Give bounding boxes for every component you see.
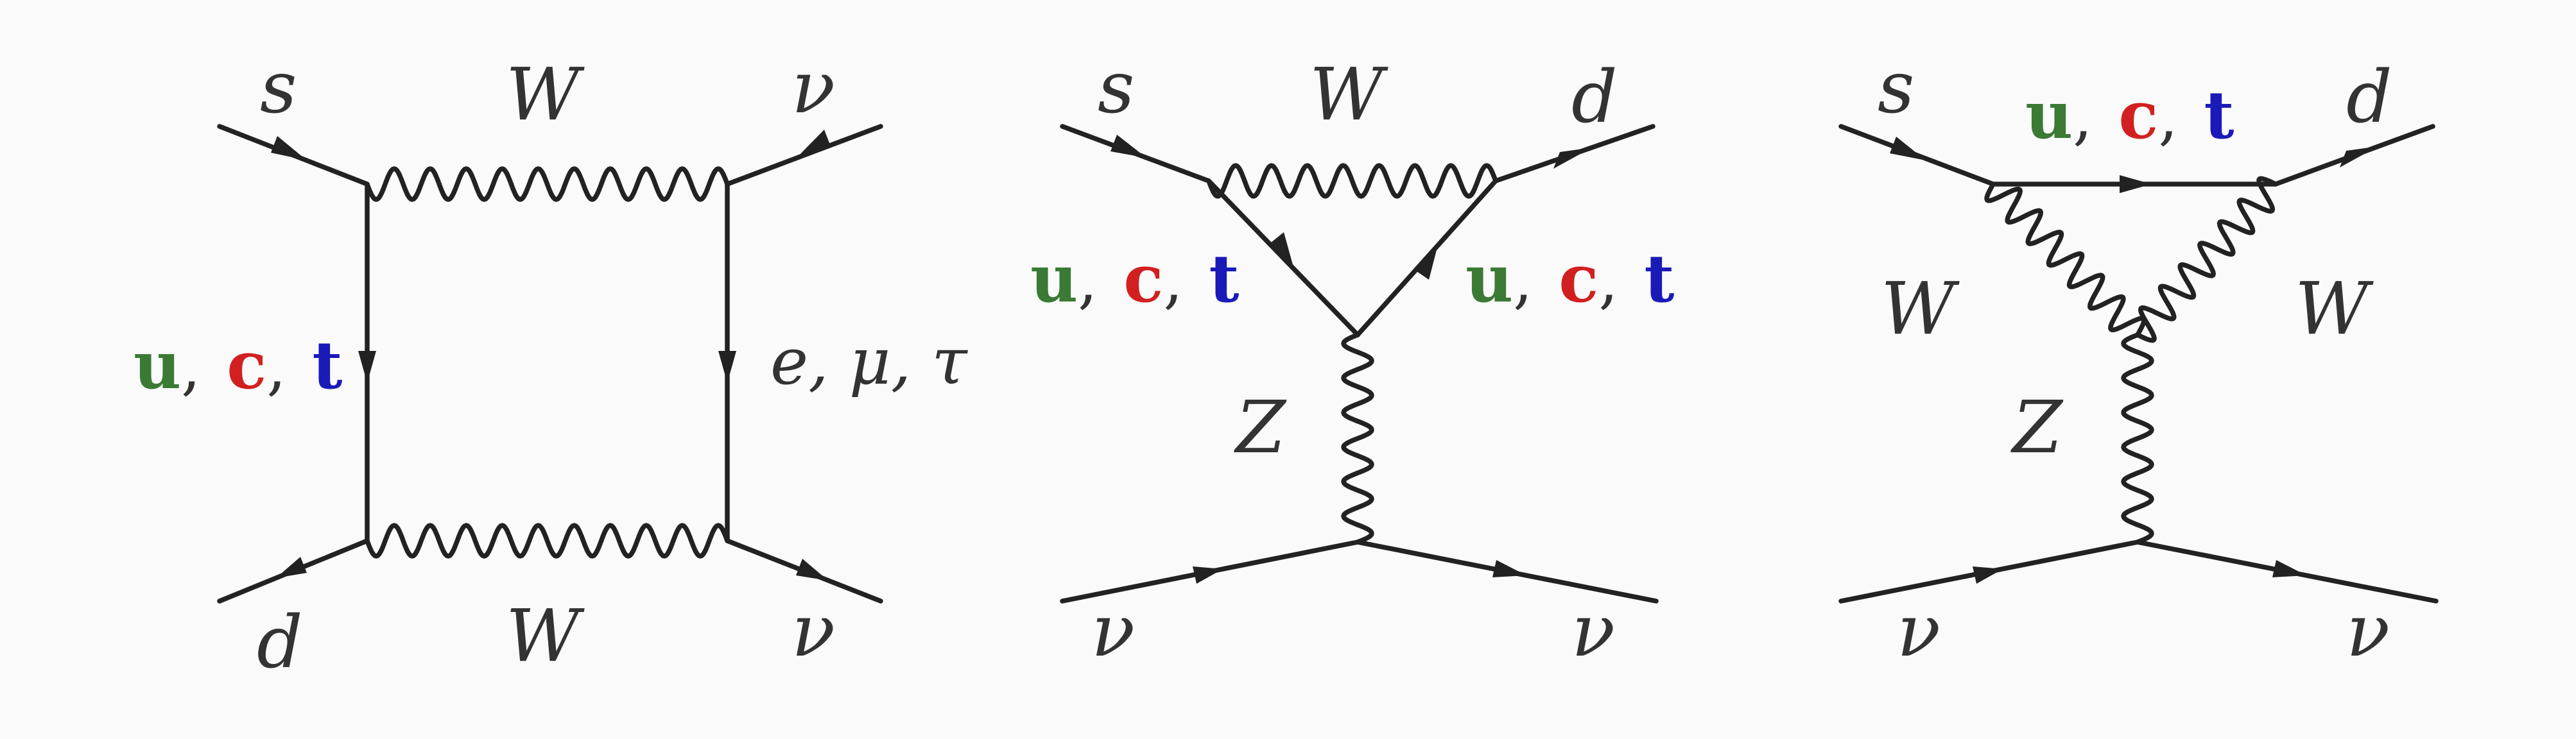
arrow-d-quark-2 <box>1553 148 1592 169</box>
label-d-2: d <box>1571 56 1618 139</box>
arrow-s-quark <box>271 136 307 160</box>
arrow-neutrino-top <box>796 130 831 158</box>
box-diagram: s W ν d W ν e, μ, τ u, c, t <box>134 46 968 684</box>
label-nu-bottom-right: ν <box>791 590 835 673</box>
quark-u: u <box>1030 241 1078 318</box>
arrow-neutrino-out-2 <box>1492 560 1526 577</box>
quark-c: c <box>2118 77 2158 154</box>
label-s-3: s <box>1878 46 1914 130</box>
label-d: d <box>257 601 303 684</box>
label-s: s <box>260 46 297 130</box>
label-w-2: W <box>1310 53 1388 137</box>
z-penguin-quark-diagram: s W d Z ν ν u, c, t u, c, t <box>1030 46 1674 673</box>
label-nu-top-right: ν <box>791 46 835 130</box>
label-w-top: W <box>506 53 585 137</box>
label-z-2: Z <box>1234 386 1287 470</box>
w-boson-right-3 <box>2135 176 2278 343</box>
quark-u: u <box>134 327 181 404</box>
quark-t: t <box>312 327 342 404</box>
quark-t: t <box>1644 241 1674 318</box>
label-leptons: e, μ, τ <box>770 324 968 399</box>
label-quark-flavors-left-2: u, c, t <box>1030 241 1239 318</box>
arrow-neutrino-in-2 <box>1193 566 1223 584</box>
label-w-left-3: W <box>1881 268 1960 351</box>
quark-c: c <box>1559 241 1598 318</box>
arrow-s-quark-3 <box>1890 137 1926 160</box>
label-nu-bottom-left-3: ν <box>1897 590 1941 673</box>
z-boson-3 <box>2121 332 2154 545</box>
arrow-neutrino-out-3 <box>2272 560 2306 577</box>
arrow-quark-right-2 <box>1415 245 1438 280</box>
arrow-quark-3 <box>2120 175 2152 193</box>
quark-u: u <box>1465 241 1513 318</box>
label-z-3: Z <box>2010 386 2064 470</box>
label-quark-flavors: u, c, t <box>134 327 342 404</box>
label-quark-flavors-3: u, c, t <box>2025 77 2234 154</box>
w-boson-top-2 <box>1206 163 1498 199</box>
arrow-quark-left-2 <box>1271 232 1294 269</box>
quark-c: c <box>227 327 266 404</box>
quark-t: t <box>1209 241 1239 318</box>
w-boson-bottom <box>365 523 730 559</box>
label-nu-bottom-right-2: ν <box>1571 590 1615 673</box>
label-quark-flavors-right-2: u, c, t <box>1465 241 1674 318</box>
arrow-d-quark <box>276 557 307 578</box>
label-nu-bottom-right-3: ν <box>2346 590 2390 673</box>
w-boson-top <box>365 166 730 202</box>
label-nu-bottom-left-2: ν <box>1091 590 1135 673</box>
label-w-bottom: W <box>506 595 585 678</box>
label-w-right-3: W <box>2295 268 2374 351</box>
arrow-s-quark-2 <box>1111 135 1146 158</box>
label-d-3: d <box>2346 56 2392 139</box>
z-boson-2 <box>1341 332 1374 545</box>
quark-propagator-left-2 <box>1206 178 1360 337</box>
quark-c: c <box>1123 241 1163 318</box>
quark-t: t <box>2204 77 2234 154</box>
arrow-lepton-propagator <box>718 351 736 383</box>
w-boson-left-3 <box>1984 182 2147 337</box>
arrow-quark-propagator <box>358 351 376 383</box>
arrow-neutrino-bottom <box>796 559 828 581</box>
arrow-d-quark-3 <box>2340 146 2378 167</box>
quark-u: u <box>2025 77 2073 154</box>
arrow-neutrino-in-3 <box>1973 566 2003 584</box>
label-s-2: s <box>1098 46 1134 130</box>
z-penguin-w-diagram: s d W W Z ν ν u, c, t <box>1838 46 2439 673</box>
